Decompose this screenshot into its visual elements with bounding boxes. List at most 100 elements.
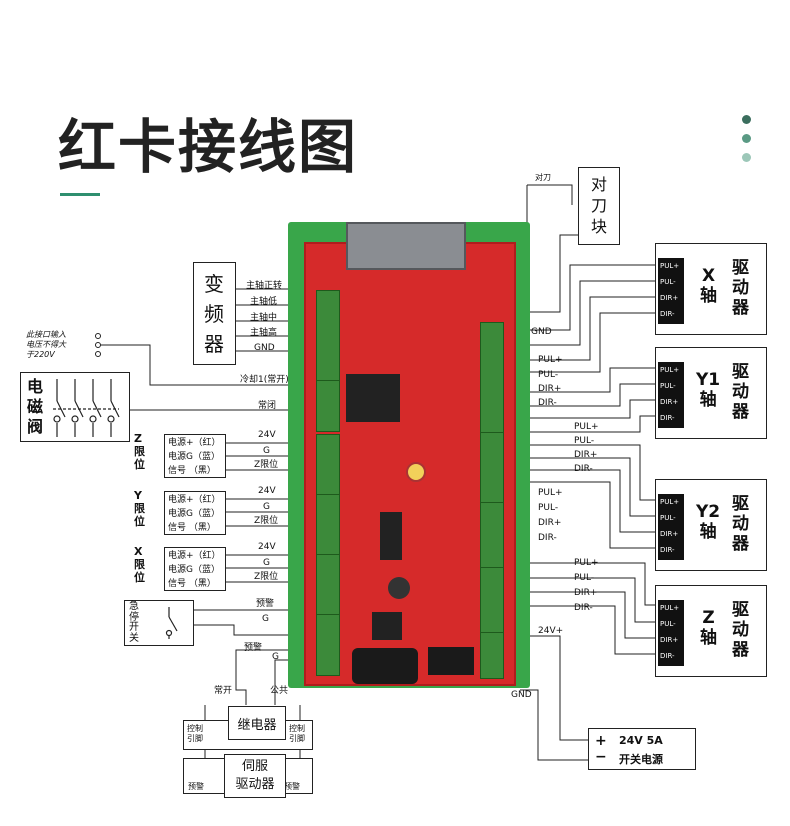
note-line: 电压不得大 bbox=[26, 340, 66, 349]
wire-label: PUL+ bbox=[574, 558, 599, 568]
char: 刀 bbox=[591, 196, 608, 215]
char: 动 bbox=[732, 620, 749, 640]
wire-label: PUL- bbox=[538, 503, 559, 513]
wire-label: DIR- bbox=[538, 533, 557, 543]
driver-y2: PUL+ PUL- DIR+ DIR- Y2 轴 驱 动 器 bbox=[655, 479, 767, 571]
wire-label: 常开 bbox=[214, 686, 233, 696]
wire-label: 预警 bbox=[244, 643, 263, 653]
char: 对 bbox=[591, 175, 608, 194]
wire-label: DIR- bbox=[574, 603, 593, 613]
ic-chip bbox=[380, 512, 402, 560]
tool-setter-box: 对 刀 块 bbox=[578, 167, 620, 245]
servo-line: 伺服 bbox=[241, 759, 268, 774]
driver-name: 驱 动 器 bbox=[732, 600, 749, 660]
wire-label: G bbox=[263, 558, 270, 568]
wire-label: 主轴正转 bbox=[246, 281, 283, 291]
row: 电源G（蓝） bbox=[168, 452, 220, 462]
row: 电源+（红） bbox=[168, 438, 221, 448]
wire-label: DIR- bbox=[574, 464, 593, 474]
row: 电源G（蓝） bbox=[168, 565, 220, 575]
char: 器 bbox=[204, 332, 224, 356]
row: 信号 （黑） bbox=[168, 523, 216, 533]
tool-setter-label: 对刀 bbox=[535, 173, 551, 182]
power-in-label: 24V+ bbox=[538, 626, 564, 636]
terminal-block bbox=[316, 614, 340, 676]
wire-label: PUL+ bbox=[538, 488, 563, 498]
char: Z bbox=[134, 432, 142, 445]
row: 信号 （黑） bbox=[168, 579, 216, 589]
cooling-label: 冷却1(常开) bbox=[240, 375, 289, 385]
char: 频 bbox=[204, 302, 224, 326]
pin: PUL- bbox=[660, 620, 676, 628]
axis: Z bbox=[702, 608, 715, 628]
axis: X bbox=[701, 266, 716, 286]
char: 动 bbox=[732, 278, 749, 298]
note-line: 此接口输入 bbox=[26, 330, 66, 339]
terminal-block bbox=[316, 494, 340, 556]
char: 驱 bbox=[732, 600, 749, 620]
switch-icon bbox=[165, 607, 178, 639]
solenoid-box: 电 磁 阀 bbox=[20, 372, 130, 442]
terminal-block bbox=[316, 434, 340, 496]
char: 引脚 bbox=[187, 734, 203, 743]
wire-label: DIR+ bbox=[538, 518, 562, 528]
estop-text: 急 停 开 关 bbox=[129, 601, 139, 644]
char: 动 bbox=[732, 382, 749, 402]
char: 磁 bbox=[27, 397, 44, 416]
axis-label: X 限 位 bbox=[134, 545, 145, 584]
axis-label: Z 限 位 bbox=[134, 432, 145, 471]
pin: DIR+ bbox=[660, 636, 679, 644]
terminal-block bbox=[480, 322, 504, 434]
pin: DIR+ bbox=[660, 398, 679, 406]
terminal-block bbox=[316, 554, 340, 616]
wire-label: DIR+ bbox=[574, 588, 598, 598]
char: 控制 bbox=[289, 724, 305, 733]
servo-line: 驱动器 bbox=[235, 777, 275, 792]
wire-label: DIR+ bbox=[574, 450, 598, 460]
decor-dot-2 bbox=[742, 134, 751, 143]
psu-minus: − bbox=[595, 749, 607, 765]
limit-switch-box: 电源+（红） 电源G（蓝） 信号 （黑） bbox=[164, 434, 226, 478]
pin: PUL+ bbox=[660, 366, 680, 374]
row: 电源G（蓝） bbox=[168, 509, 220, 519]
axis2: 轴 bbox=[699, 522, 717, 542]
driver-connector: PUL+ PUL- DIR+ DIR- bbox=[658, 494, 684, 560]
wire-label: Z限位 bbox=[254, 516, 279, 526]
wire-label: 24V bbox=[258, 542, 276, 552]
pin: PUL- bbox=[660, 514, 676, 522]
switch-symbols-icon bbox=[53, 379, 120, 437]
char: 位 bbox=[134, 571, 145, 584]
wire-label: DIR- bbox=[538, 398, 557, 408]
axis: Y1 bbox=[696, 370, 721, 390]
db15-connector bbox=[346, 222, 466, 270]
char: 限 bbox=[134, 502, 145, 515]
pin: PUL- bbox=[660, 278, 676, 286]
char: 停 bbox=[129, 611, 139, 623]
char: 限 bbox=[134, 445, 145, 458]
row: 电源+（红） bbox=[168, 551, 221, 561]
driver-z: PUL+ PUL- DIR+ DIR- Z 轴 驱 动 器 bbox=[655, 585, 767, 677]
power-gnd-label: GND bbox=[511, 690, 532, 700]
char: 急 bbox=[129, 601, 139, 612]
limit-switch-box: 电源+（红） 电源G（蓝） 信号 （黑） bbox=[164, 491, 226, 535]
pin: DIR- bbox=[660, 652, 675, 660]
terminal-block bbox=[480, 567, 504, 634]
char: Y bbox=[134, 489, 142, 502]
psu-name: 开关电源 bbox=[619, 753, 663, 766]
char: 引脚 bbox=[289, 734, 305, 743]
char: 块 bbox=[591, 217, 608, 236]
psu-box: + − 24V 5A 开关电源 bbox=[588, 728, 696, 770]
controller-board bbox=[288, 222, 530, 688]
relay-left-label: 控制 引脚 bbox=[187, 724, 203, 744]
terminal-block bbox=[316, 290, 340, 382]
char: 驱 bbox=[732, 258, 749, 278]
pin: PUL- bbox=[660, 382, 676, 390]
char: 限 bbox=[134, 558, 145, 571]
char: 阀 bbox=[27, 417, 44, 436]
wire-label: 公共 bbox=[270, 686, 289, 696]
decor-dot-1 bbox=[742, 115, 751, 124]
gnd-label: GND bbox=[531, 327, 552, 337]
terminal-block bbox=[480, 502, 504, 569]
inverter-box: 变 频 器 bbox=[193, 262, 236, 365]
char: 电 bbox=[27, 377, 44, 396]
